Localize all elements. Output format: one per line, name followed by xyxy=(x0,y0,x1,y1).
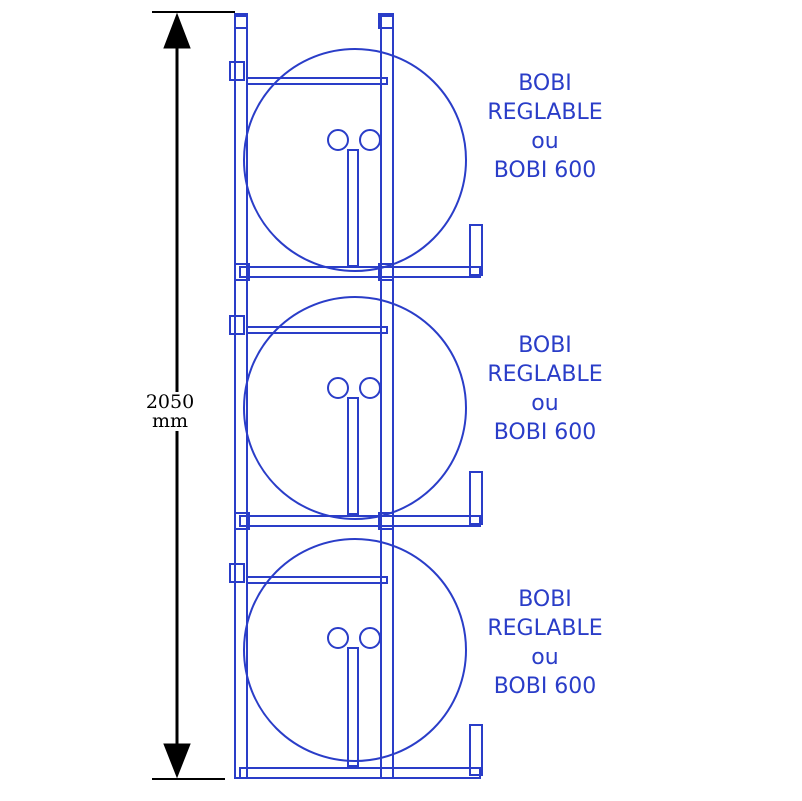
base-1 xyxy=(239,266,481,278)
spindle-3 xyxy=(347,647,359,767)
arm-1 xyxy=(246,77,388,85)
post-1 xyxy=(469,224,483,276)
shelf-label-line: BOBI xyxy=(518,71,572,96)
dimension-value: 2050 xyxy=(120,392,220,412)
right-upright xyxy=(380,15,394,779)
post-2 xyxy=(469,471,483,525)
rack-structure xyxy=(229,13,483,779)
right-top-cap xyxy=(378,13,394,29)
arrow-down-icon xyxy=(163,743,191,779)
shelf-label-line: BOBI 600 xyxy=(493,420,597,445)
dimension-unit: mm xyxy=(120,411,220,431)
shelf-label-line: BOBI xyxy=(518,587,572,612)
spindle-2 xyxy=(347,397,359,515)
roller-2b xyxy=(359,377,381,399)
clamp-2b xyxy=(234,512,250,530)
shelf-label-line: BOBI 600 xyxy=(493,674,597,699)
arm-3 xyxy=(246,576,388,584)
base-2 xyxy=(239,515,481,527)
shelf-label-line: BOBI xyxy=(518,333,572,358)
clamp-1a xyxy=(229,61,245,81)
roller-1b xyxy=(359,129,381,151)
reel-2 xyxy=(243,296,467,520)
arrow-up-icon xyxy=(163,12,191,49)
shelf-label-line: REGLABLE xyxy=(487,100,603,125)
shelf-label-line: ou xyxy=(531,129,559,154)
roller-3a xyxy=(327,627,349,649)
left-top-cap xyxy=(234,13,248,29)
shelf-label-1: BOBI REGLABLE ou BOBI 600 xyxy=(470,69,620,185)
shelf-label-line: ou xyxy=(531,391,559,416)
roller-3b xyxy=(359,627,381,649)
clamp-2c xyxy=(378,512,394,530)
clamp-1c xyxy=(378,263,394,281)
arm-2 xyxy=(246,326,388,334)
shelf-label-line: ou xyxy=(531,645,559,670)
clamp-1b xyxy=(234,263,250,281)
post-3 xyxy=(469,724,483,776)
shelf-label-line: REGLABLE xyxy=(487,362,603,387)
shelf-label-3: BOBI REGLABLE ou BOBI 600 xyxy=(470,585,620,701)
shelf-label-2: BOBI REGLABLE ou BOBI 600 xyxy=(470,331,620,447)
reel-3 xyxy=(243,538,467,762)
base-3 xyxy=(239,767,481,779)
shelf-label-line: REGLABLE xyxy=(487,616,603,641)
shelf-label-line: BOBI 600 xyxy=(493,158,597,183)
roller-2a xyxy=(327,377,349,399)
spindle-1 xyxy=(347,149,359,267)
roller-1a xyxy=(327,129,349,151)
reel-1 xyxy=(243,48,467,272)
clamp-2a xyxy=(229,315,245,335)
clamp-3a xyxy=(229,563,245,583)
